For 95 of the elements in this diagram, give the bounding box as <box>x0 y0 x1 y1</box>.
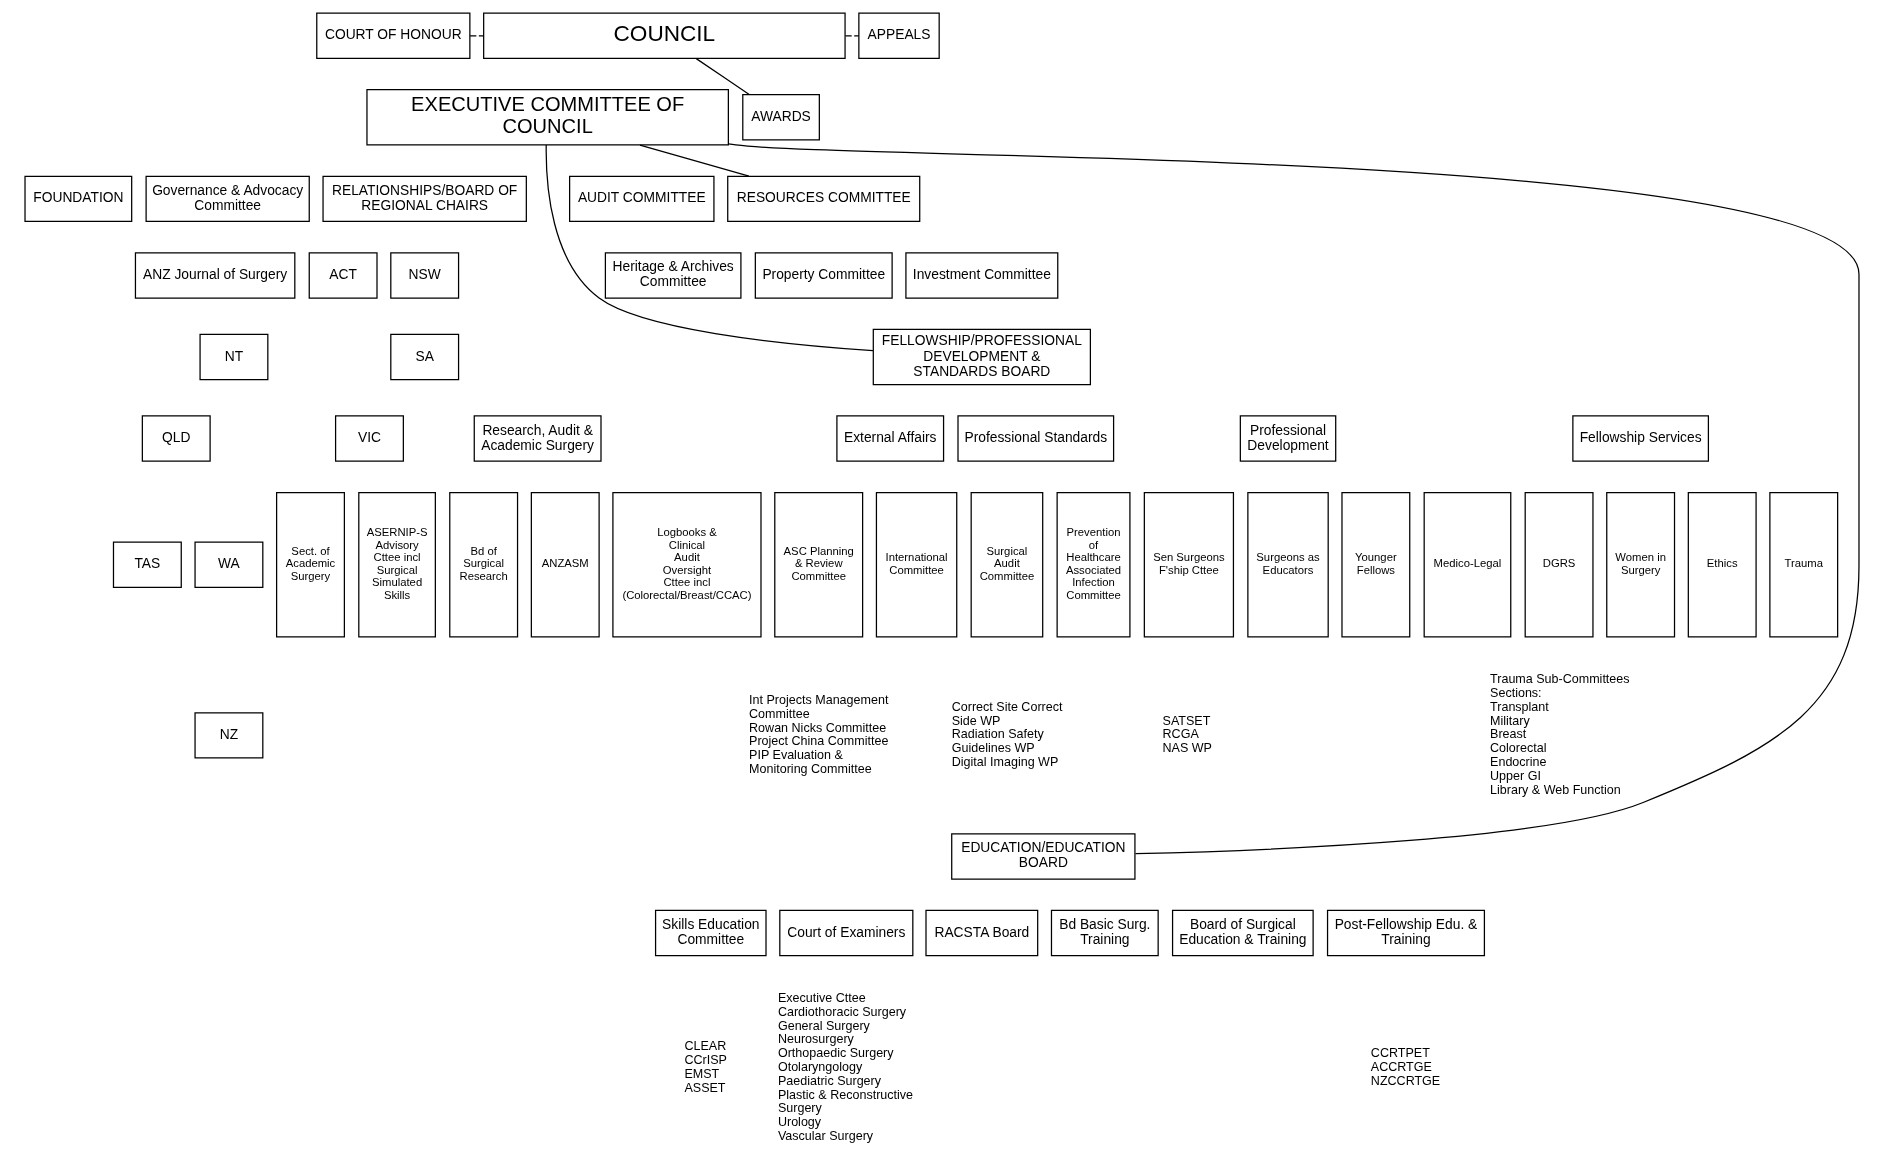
node-box: SA <box>390 333 460 381</box>
node-label: Cardiothoracic Surgery <box>777 1004 907 1019</box>
connector <box>727 143 1860 855</box>
node-box: EXECUTIVE COMMITTEE OF COUNCIL <box>366 89 729 146</box>
node-label: Project China Committee <box>749 734 889 749</box>
node-box: Heritage & Archives Committee <box>604 252 742 299</box>
node-box: ACT <box>308 252 378 299</box>
node-label: General Surgery <box>777 1018 870 1033</box>
node-label: ACCRTGE <box>1370 1060 1432 1075</box>
node-label: Executive Cttee <box>777 991 866 1005</box>
node-box: FELLOWSHIP/PROFESSIONAL DEVELOPMENT & STANDARDS BOARD <box>872 328 1091 386</box>
node-label: Colorectal <box>1490 741 1547 756</box>
node-label: CLEAR <box>684 1039 727 1054</box>
node-box: Investment Committee <box>905 252 1059 299</box>
node-box: Sen Surgeons F'ship Cttee <box>1143 491 1235 638</box>
node-box: DGRS <box>1524 491 1594 638</box>
node-box: Professional Development <box>1239 415 1337 462</box>
node-box: Post-Fellowship Edu. & Training <box>1326 909 1486 957</box>
node-box: Research, Audit & Academic Surgery <box>473 415 602 462</box>
node-box: FOUNDATION <box>24 175 133 223</box>
node-label: Upper GI <box>1490 768 1541 783</box>
node-box: COUNCIL <box>483 12 846 59</box>
node-box: Governance & Advocacy Committee <box>145 175 310 223</box>
connector <box>545 144 874 352</box>
node-box: Bd of Surgical Research <box>449 491 519 638</box>
node-label: NAS WP <box>1162 741 1212 756</box>
node-label: Otolaryngology <box>777 1060 863 1075</box>
node-label: Trauma Sub-Committees <box>1490 672 1630 687</box>
node-box: Ethics <box>1687 491 1757 638</box>
node-label: Digital Imaging WP <box>951 755 1059 770</box>
node-box: RELATIONSHIPS/BOARD OF REGIONAL CHAIRS <box>322 175 527 223</box>
node-box: Sect. of Academic Surgery <box>276 491 345 638</box>
node-box: ASERNIP-S Advisory Cttee incl Surgical Simulated Skills <box>358 491 436 638</box>
node-label: Breast <box>1490 727 1527 742</box>
node-box: Medico-Legal <box>1423 491 1512 638</box>
node-box: International Committee <box>875 491 958 638</box>
node-label: Library & Web Function <box>1490 782 1621 797</box>
node-label: Vascular Surgery <box>777 1129 874 1144</box>
connector <box>639 144 750 177</box>
node-box: RESOURCES COMMITTEE <box>727 175 921 223</box>
node-box: Fellowship Services <box>1572 415 1710 462</box>
node-box: External Affairs <box>836 415 945 462</box>
node-box: Board of Surgical Education & Training <box>1171 909 1314 957</box>
node-box: COURT OF HONOUR <box>316 12 471 59</box>
node-box: WA <box>194 541 264 588</box>
node-label: PIP Evaluation & Monitoring Committee <box>749 748 872 776</box>
node-box: Surgeons as Educators <box>1247 491 1329 638</box>
node-label: Endocrine <box>1490 755 1547 770</box>
connector <box>469 35 484 37</box>
node-label: NZCCRTGE <box>1370 1073 1441 1088</box>
node-label: Plastic & Reconstructive Surgery <box>777 1087 914 1116</box>
node-box: NT <box>199 333 269 381</box>
node-box: EDUCATION/EDUCATION BOARD <box>951 833 1136 880</box>
node-box: Court of Examiners <box>779 909 914 957</box>
node-label: CCrISP <box>684 1053 727 1068</box>
node-box: ANZASM <box>530 491 600 638</box>
connector <box>695 58 750 96</box>
node-box: VIC <box>334 415 404 462</box>
node-box: QLD <box>141 415 211 462</box>
node-box: AWARDS <box>742 94 820 141</box>
node-box: Property Committee <box>754 252 893 299</box>
node-label: Paediatric Surgery <box>777 1073 882 1088</box>
node-box: ANZ Journal of Surgery <box>134 252 296 299</box>
node-label: Sections: <box>1490 686 1542 701</box>
node-box: TAS <box>112 541 182 588</box>
node-box: Professional Standards <box>957 415 1115 462</box>
node-box: Prevention of Healthcare Associated Infection Committee <box>1056 491 1131 638</box>
node-box: Women in Surgery <box>1606 491 1676 638</box>
node-label: Transplant <box>1490 699 1549 714</box>
node-box: APPEALS <box>858 12 940 59</box>
node-label: Radiation Safety Guidelines WP <box>951 727 1044 756</box>
node-label: Orthopaedic Surgery <box>777 1046 894 1061</box>
node-box: RACSTA Board <box>925 909 1039 957</box>
node-box: ASC Planning & Review Committee <box>774 491 864 638</box>
node-label: EMST <box>684 1066 720 1081</box>
node-label: Int Projects Management Committee <box>749 692 889 721</box>
node-label: Rowan Nicks Committee <box>749 720 887 735</box>
node-box: Skills Education Committee <box>654 909 767 957</box>
node-box: Younger Fellows <box>1341 491 1411 638</box>
connector <box>844 35 860 37</box>
node-label: Military <box>1490 713 1530 728</box>
node-label: SATSET <box>1162 713 1211 728</box>
node-box: Bd Basic Surg. Training <box>1050 909 1159 957</box>
node-box: Logbooks & Clinical Audit Oversight Cttee incl (Colorectal/Breast/CCAC) <box>612 491 762 638</box>
node-box: Surgical Audit Committee <box>970 491 1044 638</box>
node-label: CCRTPET <box>1370 1046 1430 1061</box>
node-label: Urology <box>777 1115 822 1130</box>
node-label: ASSET <box>684 1080 726 1095</box>
node-label: Correct Site Correct Side WP <box>951 699 1063 728</box>
node-box: NZ <box>194 712 264 759</box>
node-box: AUDIT COMMITTEE <box>569 175 715 223</box>
node-box: Trauma <box>1769 491 1839 638</box>
node-box: NSW <box>390 252 460 299</box>
node-label: RCGA <box>1162 727 1199 742</box>
node-label: Neurosurgery <box>777 1032 854 1047</box>
